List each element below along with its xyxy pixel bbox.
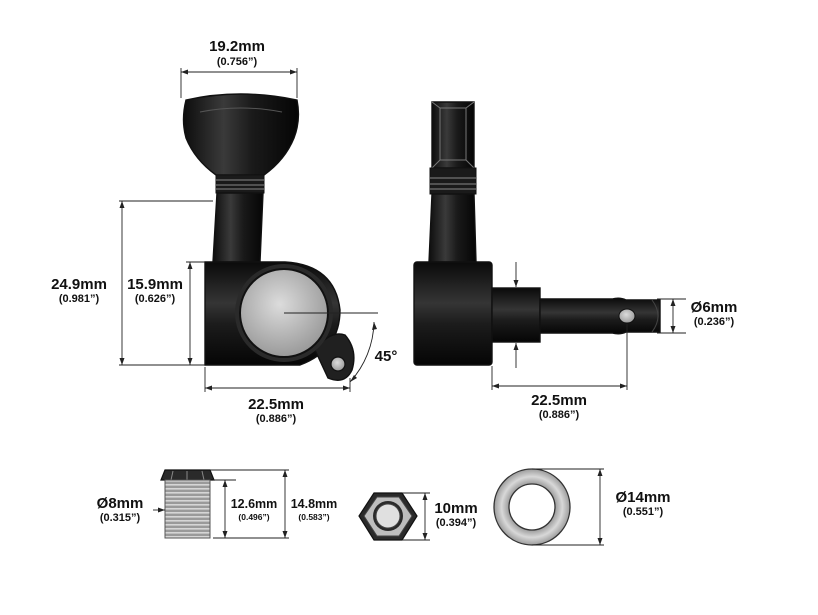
string-post bbox=[539, 297, 661, 335]
shaft-dia-in: (0.236”) bbox=[694, 316, 735, 328]
body-width-in: (0.886”) bbox=[256, 413, 297, 425]
button-collar bbox=[215, 174, 265, 194]
body-height-in: (0.626”) bbox=[135, 293, 176, 305]
bushing-thread bbox=[164, 479, 211, 539]
side-button bbox=[431, 101, 475, 169]
mounting-tab bbox=[314, 333, 355, 381]
side-shaft bbox=[428, 193, 477, 263]
bushing-h1-mm: 12.6mm bbox=[231, 497, 278, 511]
washer-dia-in: (0.551”) bbox=[623, 506, 664, 518]
total-height-in: (0.981”) bbox=[59, 293, 100, 305]
shaft-dia-mm: Ø6mm bbox=[691, 299, 738, 316]
bushing-dia-in: (0.315”) bbox=[100, 512, 141, 524]
side-length-mm: 22.5mm bbox=[531, 392, 587, 409]
tuner-button bbox=[182, 93, 300, 176]
front-width-mm: 19.2mm bbox=[209, 38, 265, 55]
body-width-mm: 22.5mm bbox=[248, 396, 304, 413]
button-shaft bbox=[212, 192, 264, 263]
front-width-in: (0.756”) bbox=[217, 56, 258, 68]
tab-hole bbox=[330, 356, 346, 372]
side-length-in: (0.886”) bbox=[539, 409, 580, 421]
string-hole bbox=[618, 308, 636, 324]
nut-size-in: (0.394”) bbox=[436, 517, 477, 529]
side-collar bbox=[429, 167, 477, 195]
nut-size-mm: 10mm bbox=[434, 500, 477, 517]
washer-hole bbox=[508, 483, 556, 531]
total-height-mm: 24.9mm bbox=[51, 276, 107, 293]
bushing-h2-mm: 14.8mm bbox=[291, 497, 338, 511]
washer-dia-mm: Ø14mm bbox=[615, 489, 670, 506]
side-view: Ø6mm (0.236”) 22.5mm (0.886”) bbox=[413, 101, 738, 421]
front-view: 19.2mm (0.756”) 24.9mm (0.981”) 15.9mm (… bbox=[51, 38, 397, 425]
hex-nut: 10mm (0.394”) bbox=[358, 492, 478, 541]
side-housing bbox=[413, 261, 493, 366]
bushing-h2-in: (0.583”) bbox=[298, 512, 329, 522]
bushing-h1-in: (0.496”) bbox=[238, 512, 269, 522]
body-height-mm: 15.9mm bbox=[127, 276, 183, 293]
side-post-collar bbox=[491, 287, 541, 343]
washer: Ø14mm (0.551”) bbox=[493, 468, 671, 546]
angle-label: 45° bbox=[375, 348, 398, 365]
bushing: Ø8mm (0.315”) 12.6mm (0.496”) 14.8mm (0.… bbox=[97, 469, 338, 539]
bushing-dia-mm: Ø8mm bbox=[97, 495, 144, 512]
